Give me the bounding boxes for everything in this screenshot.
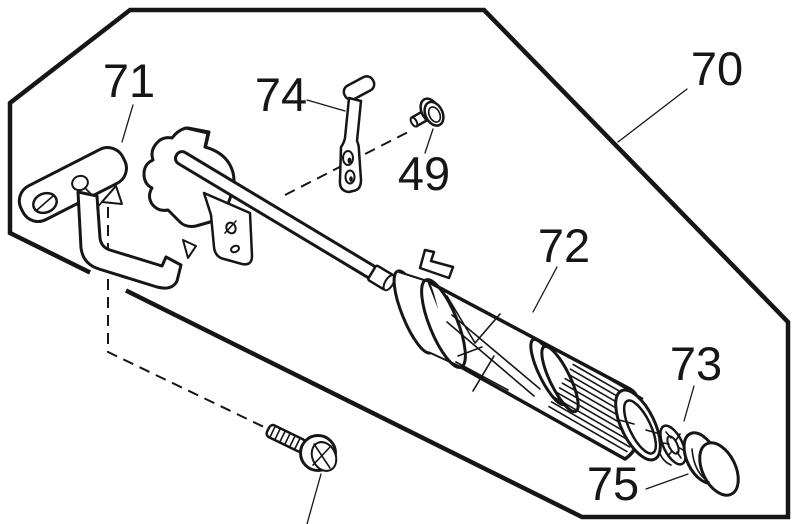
rivet-stub-end	[409, 116, 419, 128]
washer-teeth	[662, 431, 684, 459]
border-outline	[7, 7, 791, 520]
cup-body-fill	[397, 271, 461, 367]
hinge-plate-hole-slash	[224, 220, 237, 234]
dashed-line-lever-to-rivet	[284, 129, 413, 196]
part-label-74: 74	[255, 68, 307, 121]
funnel-top-edge	[440, 288, 522, 332]
triangle-mark-tick	[96, 196, 107, 209]
end-center-tick-left	[618, 419, 635, 425]
cup-bottom-edge	[429, 352, 462, 368]
part-74-lever-drawing	[338, 75, 376, 194]
part-71-bracket-drawing	[17, 126, 254, 290]
bracket-arm-q-hole	[71, 174, 89, 192]
triangle-alignment-mark	[101, 185, 123, 205]
screw-threads	[268, 425, 301, 451]
center-axle-top	[451, 314, 541, 390]
lever-hole-lower-pin	[349, 176, 353, 182]
phillips-screw-drawing	[265, 423, 338, 472]
spring-finger-1	[446, 295, 476, 344]
part-73-washer-drawing	[658, 424, 687, 466]
leader-line-75	[645, 473, 689, 490]
spring-finger-4	[472, 355, 495, 392]
lever-hole-upper	[342, 150, 354, 166]
leader-line-71	[121, 104, 134, 143]
leader-lines	[121, 88, 695, 524]
part-label-73: 73	[670, 337, 722, 390]
cup-top-edge	[398, 271, 428, 282]
dashed-line-bracket-to-screw	[107, 207, 267, 429]
bracket-u-channel	[76, 190, 183, 290]
part-75-cap-drawing	[682, 431, 740, 497]
leader-line-screw	[306, 473, 322, 524]
part-labels: 71 74 49 70 72 73 75	[103, 42, 743, 510]
leader-line-70	[617, 88, 688, 143]
cup-clip-tab	[418, 248, 455, 280]
leader-line-72	[532, 266, 558, 313]
slot-hole-slash	[36, 195, 54, 211]
part-72-spindle-drawing	[392, 248, 662, 462]
cap-rim-inner-arc	[691, 448, 710, 483]
part-label-75: 75	[587, 457, 639, 510]
hinge-plate-hole-lower	[230, 244, 240, 254]
washer-thickness-edge	[658, 450, 672, 466]
part-label-49: 49	[398, 147, 450, 200]
leader-line-74	[306, 99, 346, 112]
cup-front-rim	[420, 278, 467, 369]
part-label-72: 72	[538, 219, 590, 272]
part-label-70: 70	[691, 42, 743, 95]
end-center-tick-right	[645, 429, 661, 435]
part-label-71: 71	[103, 54, 155, 107]
tube-end-inner-rim	[622, 399, 658, 455]
rivet-face	[427, 106, 442, 123]
screw-cross-slot-2	[312, 445, 332, 466]
lever-hole-upper-pin	[347, 157, 352, 164]
lever-strip-body	[338, 96, 363, 194]
leader-line-73	[683, 385, 695, 422]
lever-hook-tab	[342, 75, 376, 101]
shaft-rod-drawing	[173, 150, 396, 292]
leader-line-49	[424, 128, 434, 154]
part-49-rivet-drawing	[409, 97, 445, 128]
pawl-tip	[182, 239, 197, 259]
dashed-assembly-lines	[107, 129, 413, 429]
